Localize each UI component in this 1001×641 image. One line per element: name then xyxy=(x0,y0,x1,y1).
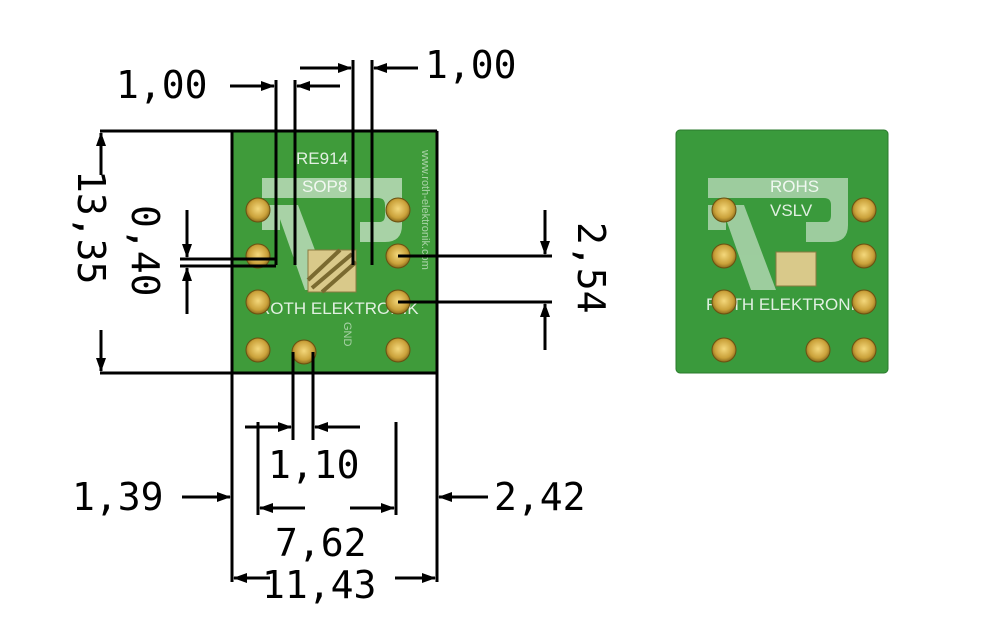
pad xyxy=(245,337,271,363)
right-board: ROHS VSLV ROTH ELEKTRONIK xyxy=(675,129,889,374)
pad xyxy=(805,337,831,363)
gnd-text: GND xyxy=(341,322,353,347)
manufacturer-text: ROTH ELEKTRONIK xyxy=(258,299,419,318)
part-number-text: RE914 xyxy=(296,149,348,168)
dim-pitch-right: 1,00 xyxy=(425,43,517,87)
pad xyxy=(245,289,271,315)
pad xyxy=(385,197,411,223)
pad xyxy=(711,243,737,269)
pad xyxy=(851,197,877,223)
dim-right-offset: 2,42 xyxy=(494,475,586,519)
dim-height: 13,35 xyxy=(69,170,113,284)
rohs-text: ROHS xyxy=(770,177,819,196)
chip-footprint xyxy=(775,251,817,287)
website-text: www.roth-elektronik.com xyxy=(419,149,431,270)
roth-logo xyxy=(708,178,848,290)
left-board: RE914 SOP8 ROTH ELEKTRONIK www.roth-elek… xyxy=(231,130,438,374)
pad xyxy=(711,197,737,223)
chip-footprint xyxy=(306,248,358,294)
pad xyxy=(851,243,877,269)
pad xyxy=(385,337,411,363)
part-code-text: VSLV xyxy=(770,201,813,220)
manufacturer-text: ROTH ELEKTRONIK xyxy=(706,295,867,314)
pad xyxy=(711,337,737,363)
pad xyxy=(851,337,877,363)
pad xyxy=(245,197,271,223)
dim-pad-spacing: 1,10 xyxy=(268,443,360,487)
pad xyxy=(851,289,877,315)
dim-pitch-left: 1,00 xyxy=(116,63,208,107)
right-pads xyxy=(711,197,877,363)
package-text: SOP8 xyxy=(302,177,347,196)
dim-left-offset: 1,39 xyxy=(72,475,164,519)
dim-pad-width: 0,40 xyxy=(123,205,167,297)
pad xyxy=(711,289,737,315)
dim-row-pitch: 2,54 xyxy=(569,222,613,314)
dim-width: 11,43 xyxy=(262,563,376,607)
dim-row-distance: 7,62 xyxy=(275,521,367,565)
pad xyxy=(245,243,271,269)
dimension-lines xyxy=(96,60,552,583)
